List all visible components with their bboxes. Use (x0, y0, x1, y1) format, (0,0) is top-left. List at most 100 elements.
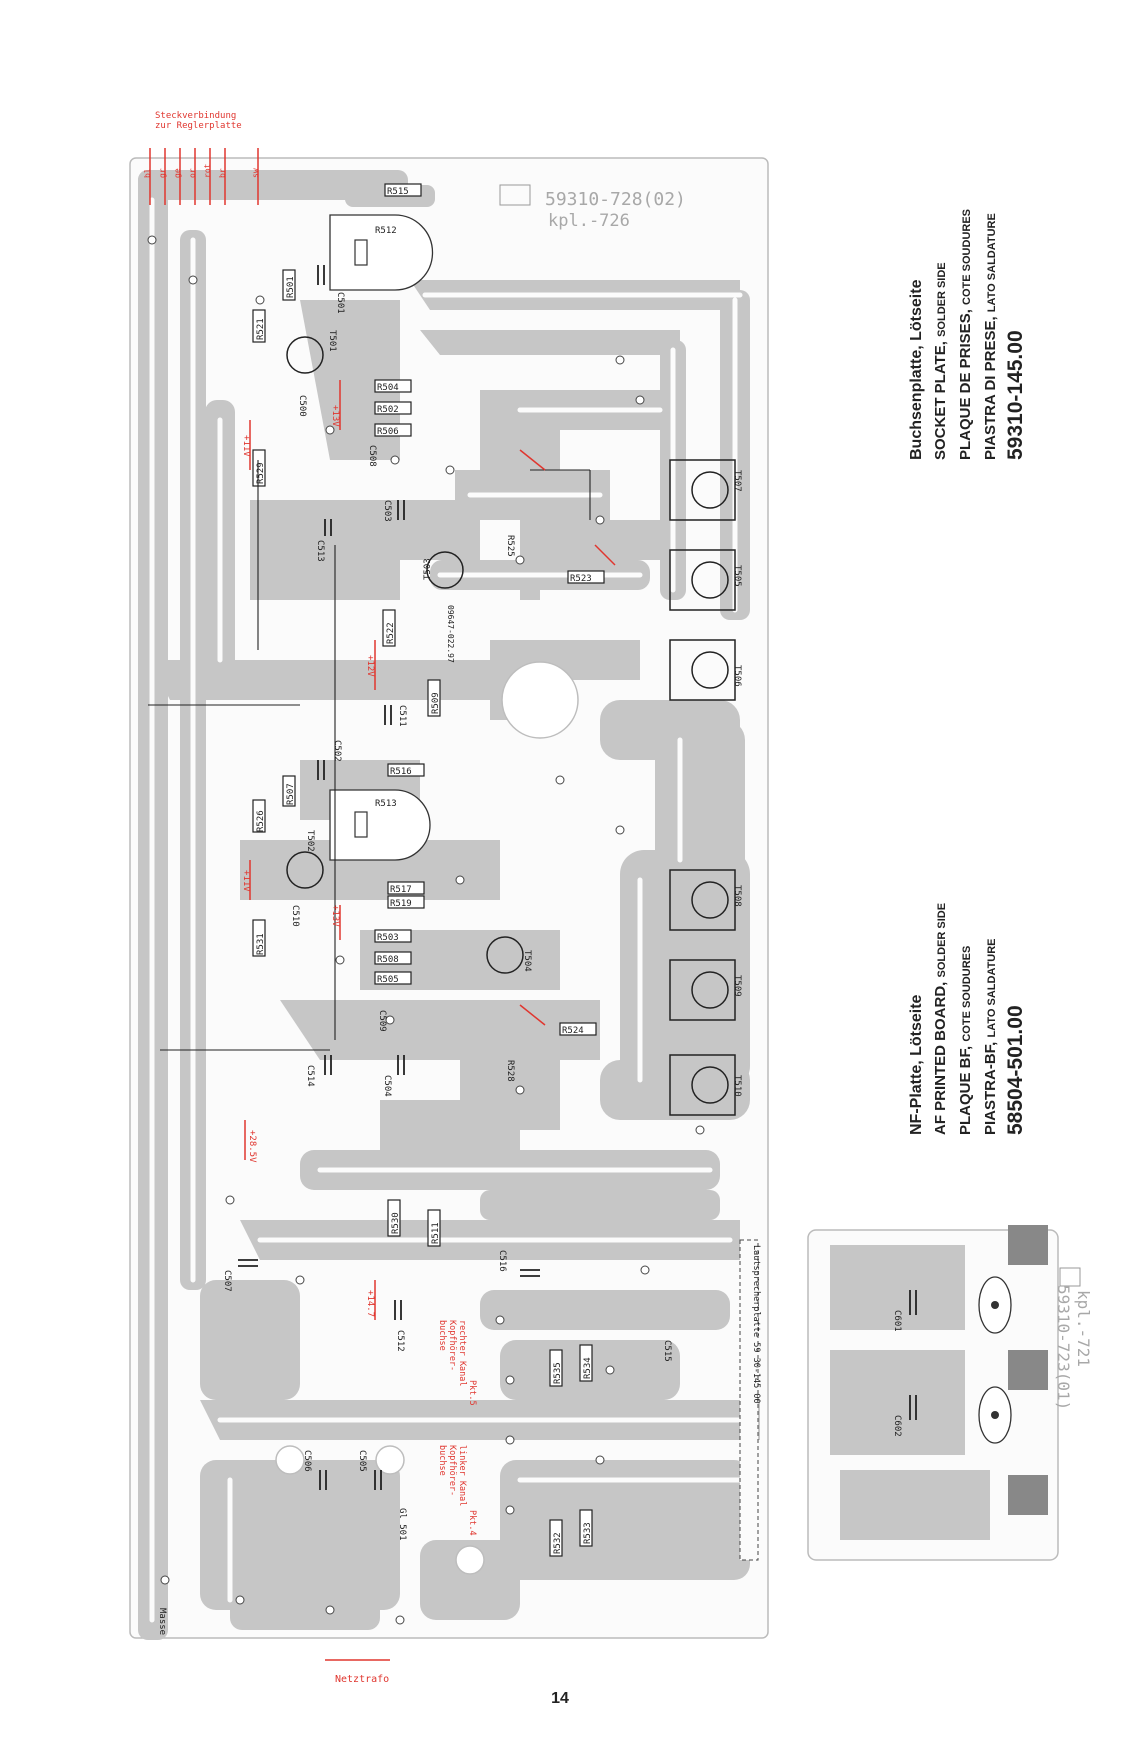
af-legend-line2-text: AF PRINTED BOARD, (932, 981, 949, 1135)
right-board-code: 59310-723(01) (1054, 1285, 1073, 1410)
label-r526: R526 (256, 810, 266, 832)
label-t506: T506 (732, 665, 742, 687)
socket-part-number: 59310-145.00 (1004, 330, 1027, 460)
label-r521: R521 (256, 318, 266, 340)
socket-legend-line2-text: SOCKET PLATE, (932, 341, 949, 460)
voltage-label: +14.7 (365, 1290, 375, 1317)
pin-label: rot (203, 163, 212, 178)
label-r512: R512 (375, 226, 397, 236)
socket-legend-line3: PLAQUE DE PRISES, COTE SOUDURES (954, 209, 979, 460)
label-r515: R515 (387, 187, 409, 197)
label-c507: C507 (222, 1270, 232, 1292)
label-c509: C509 (377, 1010, 387, 1032)
pin-label: ge (173, 168, 182, 178)
label-c601: C601 (892, 1310, 902, 1332)
label-r516: R516 (390, 767, 412, 777)
label-r530: R530 (391, 1212, 401, 1234)
label-r519: R519 (390, 899, 412, 909)
voltage-label: +12V (365, 655, 375, 677)
label-r502: R502 (377, 405, 399, 415)
jack-right-label: Pkt.5 (467, 1380, 477, 1406)
jack-right-sub1: rechter Kanal (457, 1320, 467, 1387)
label-c505: C505 (357, 1450, 367, 1472)
jack-left-sub3: buchse (437, 1445, 447, 1476)
label-c602: C602 (892, 1415, 902, 1437)
main-board-kpl: kpl.-726 (548, 211, 630, 231)
label-c500: C500 (297, 395, 307, 417)
pin-label: gr (158, 168, 167, 178)
label-r501: R501 (286, 276, 296, 298)
label-r506: R506 (377, 427, 399, 437)
label-r511: R511 (431, 1222, 441, 1244)
label-c508: C508 (367, 445, 377, 467)
solder-pads (147, 235, 705, 1625)
main-board-code: 59310-728(02) (545, 189, 686, 210)
right-board-kpl: kpl.-721 (1074, 1290, 1093, 1367)
label-r508: R508 (377, 955, 399, 965)
af-legend-line1: NF-Platte, Lötseite (908, 994, 925, 1135)
label-t505: T505 (732, 565, 742, 587)
mounting-holes (275, 661, 579, 1575)
right-board (807, 1225, 1081, 1561)
label-t504: T504 (522, 950, 532, 972)
component-labels: R515 R512 R501 C501 R521 T501 C500 R504 … (222, 187, 742, 1554)
voltage-label: +13V (330, 905, 340, 927)
jack-right-sub3: buchse (437, 1320, 447, 1351)
label-r513: R513 (375, 799, 397, 809)
label-r503: R503 (377, 933, 399, 943)
page-number: 14 (551, 1690, 569, 1707)
socket-legend-line4-text: PIASTRA DI PRESE, (982, 316, 999, 460)
label-t502: T502 (305, 830, 315, 852)
voltage-label: +11V (241, 435, 251, 457)
label-c503: C503 (382, 500, 392, 522)
voltage-label: +13V (330, 405, 340, 427)
potentiometers (329, 214, 434, 861)
voltage-labels: +13V +11V +12V +13V +11V +28.5V +14.7 (241, 405, 375, 1317)
voltage-label: +11V (241, 870, 251, 892)
label-r529: R529 (256, 462, 266, 484)
label-r504: R504 (377, 383, 399, 393)
voltage-label: +28.5V (247, 1130, 257, 1163)
af-legend-line4-small: LATO SALDATURE (986, 938, 998, 1038)
ground-label: Masse (157, 1608, 167, 1635)
af-legend-line4-text: PIASTRA-BF, (982, 1041, 999, 1135)
af-legend-line3-text: PLAQUE BF, (957, 1045, 974, 1135)
label-code-1: 09647-022.97 (446, 605, 455, 663)
voltage-marks (149, 148, 616, 1661)
label-r531: R531 (256, 933, 266, 955)
af-legend-line3-small: COTE SOUDURES (961, 945, 973, 1042)
label-c514: C514 (305, 1065, 315, 1087)
label-r528: R528 (505, 1060, 515, 1082)
pin-label: br (218, 168, 227, 178)
socket-legend-line2-small: SOLDER SIDE (936, 262, 948, 337)
label-r505: R505 (377, 975, 399, 985)
label-r522: R522 (386, 622, 396, 644)
header-caption-2: zur Reglerplatte (155, 121, 242, 131)
speaker-strip-label: Lautsprecherplatte 59 30-145 00 (751, 1245, 761, 1404)
label-c511: C511 (397, 705, 407, 727)
socket-legend-line4: PIASTRA DI PRESE, LATO SALDATURE (979, 209, 1004, 460)
label-t501: T501 (327, 330, 337, 352)
af-legend-line4: PIASTRA-BF, LATO SALDATURE (979, 903, 1004, 1135)
label-r509: R509 (431, 692, 441, 714)
label-t509: T509 (732, 975, 742, 997)
label-r532: R532 (553, 1532, 563, 1554)
socket-legend-line1: Buchsenplatte, Lötseite (908, 279, 925, 460)
label-r524: R524 (562, 1026, 584, 1036)
pin-label: or (188, 168, 197, 178)
label-r507: R507 (286, 783, 296, 805)
label-r525: R525 (505, 535, 515, 557)
label-c512: C512 (395, 1330, 405, 1352)
label-t510: T510 (732, 1075, 742, 1097)
label-r535: R535 (553, 1362, 563, 1384)
af-board-legend: NF-Platte, Lötseite AF PRINTED BOARD, SO… (905, 903, 1028, 1135)
af-legend-line3: PLAQUE BF, COTE SOUDURES (954, 903, 979, 1135)
wire-links (148, 460, 591, 1051)
pin-label: bl (143, 168, 152, 178)
transistors (286, 336, 736, 1116)
label-r517: R517 (390, 885, 412, 895)
header-caption-1: Steckverbindung (155, 111, 236, 121)
jack-labels: Pkt.5 rechter Kanal Kopfhörer- buchse Pk… (437, 1320, 477, 1536)
rectifier-label: Gl 501 (397, 1508, 407, 1541)
